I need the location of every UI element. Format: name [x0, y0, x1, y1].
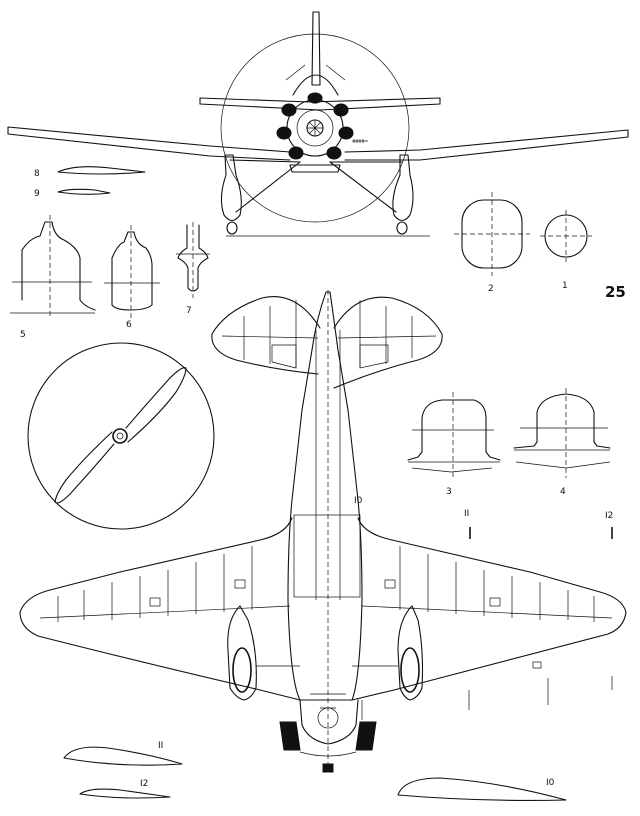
section-12: I2 — [79, 779, 171, 799]
section-8: 8 — [34, 166, 146, 179]
front-strut-l — [285, 64, 306, 81]
section-11: II — [63, 741, 183, 766]
section-5: 5 — [10, 215, 96, 340]
label-7: 7 — [186, 306, 192, 316]
plan-wing-right — [351, 517, 627, 701]
plan-fuselage — [287, 291, 363, 701]
label-1: 1 — [562, 281, 568, 291]
label-11-marker: II — [464, 509, 469, 519]
label-12: I2 — [140, 779, 148, 789]
front-gear-strut-l — [235, 161, 301, 213]
label-6: 6 — [126, 320, 132, 330]
section-6: 6 — [104, 225, 160, 330]
plan-gear-pod-left — [227, 605, 257, 701]
plan-nose — [299, 699, 359, 745]
label-12-marker: I2 — [605, 511, 613, 521]
propeller-detail — [27, 342, 215, 530]
plan-wing-left — [19, 517, 301, 701]
front-fin — [311, 11, 321, 86]
section-10: I0 — [397, 777, 567, 801]
propeller-blade-upper — [125, 367, 187, 443]
front-wing-right — [344, 129, 629, 161]
plan-tailplane-right — [333, 296, 443, 389]
label-10: I0 — [546, 778, 555, 788]
section-1: 1 — [540, 210, 592, 291]
front-propeller-disc — [220, 33, 410, 223]
page-number: 25 — [605, 283, 626, 301]
front-canopy — [292, 74, 339, 96]
label-5: 5 — [20, 330, 26, 340]
label-10-marker: I0 — [354, 496, 363, 506]
label-4: 4 — [560, 487, 566, 497]
section-4: 4 — [513, 388, 611, 497]
front-gear-strut-r — [329, 161, 397, 213]
plan-view: I0 II I2 — [19, 290, 627, 773]
section-7: 7 — [176, 222, 210, 316]
front-wheel-spat-right — [392, 154, 414, 222]
section-2: 2 — [454, 192, 530, 294]
section-3: 3 — [407, 392, 501, 497]
propeller-hub — [112, 428, 128, 444]
section-9: 9 — [34, 188, 111, 199]
front-wheel-spat-left — [220, 154, 242, 222]
front-strut-r — [325, 64, 346, 81]
front-wing-left — [7, 126, 291, 161]
label-2: 2 — [488, 284, 494, 294]
plan-spinner — [322, 763, 334, 773]
label-9: 9 — [34, 189, 40, 199]
propeller-detail-circle — [27, 342, 215, 530]
front-view — [7, 11, 629, 237]
label-3: 3 — [446, 487, 452, 497]
plan-gear-pod-right — [397, 605, 424, 701]
plan-tailplane-left — [211, 296, 321, 375]
label-8: 8 — [34, 169, 40, 179]
propeller-blade-lower — [54, 431, 115, 504]
label-11: II — [158, 741, 163, 751]
plan-cockpit-frame — [293, 514, 361, 598]
